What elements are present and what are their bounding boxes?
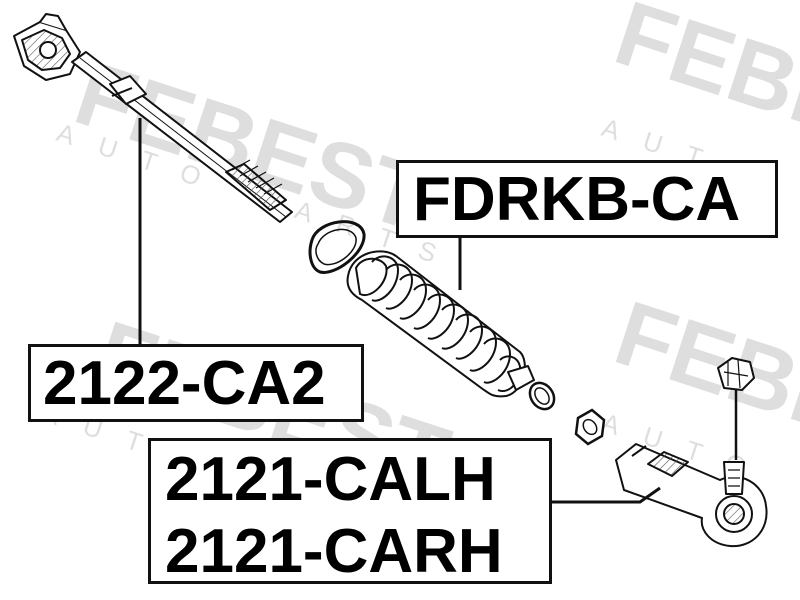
leader-tie-rod-end	[552, 486, 661, 504]
part-label-inner-rod: 2122-CA2	[28, 344, 364, 422]
part-label-tie-rod-end: 2121-CALH 2121-CARH	[148, 438, 552, 584]
part-number-inner-rod: 2122-CA2	[43, 349, 326, 418]
boot-small-clamp	[528, 381, 556, 411]
part-number-boot: FDRKB-CA	[413, 165, 741, 234]
part-number-tie-rod-end-right: 2121-CARH	[165, 517, 503, 586]
inner-tie-rod	[13, 13, 293, 223]
part-label-boot: FDRKB-CA	[396, 160, 778, 238]
tie-rod-end	[615, 357, 768, 548]
steering-rack-boot	[346, 250, 535, 398]
lock-nut	[574, 408, 606, 446]
leader-lines	[138, 118, 661, 504]
boot-clamp-ring	[308, 220, 366, 274]
part-number-tie-rod-end-left: 2121-CALH	[165, 445, 496, 514]
